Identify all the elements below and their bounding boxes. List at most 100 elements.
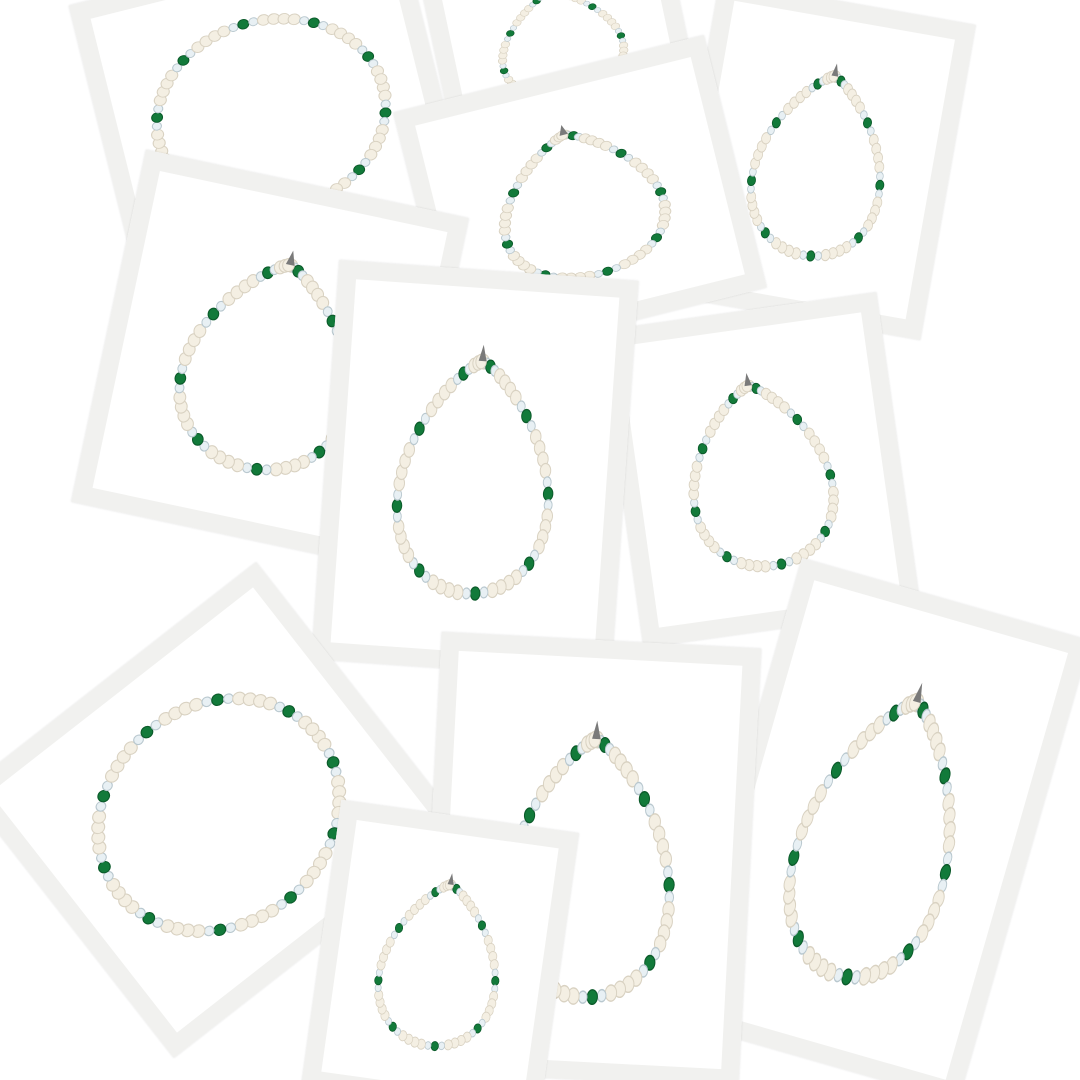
clasp-icon	[831, 63, 839, 77]
necklace-photo-card	[300, 799, 580, 1080]
pearl-bead	[242, 692, 257, 707]
crystal-bead	[203, 925, 215, 937]
pearl-bead	[626, 770, 639, 788]
necklace-photo-card	[599, 292, 921, 648]
emerald-bead	[388, 1021, 397, 1032]
emerald-bead	[776, 558, 787, 570]
emerald-bead	[97, 789, 111, 803]
emerald-bead	[830, 761, 843, 779]
crystal-bead	[633, 781, 644, 796]
pearl-bead	[287, 13, 301, 26]
crystal-bead	[420, 412, 430, 425]
crystal-bead	[623, 153, 634, 162]
pearl-bead	[232, 691, 247, 706]
emerald-bead	[863, 117, 872, 129]
pearl-bead	[576, 0, 586, 5]
emerald-bead	[788, 848, 800, 866]
crystal-bead	[840, 752, 850, 767]
crystal-bead	[608, 145, 619, 154]
crystal-bead	[578, 990, 588, 1004]
emerald-bead	[414, 563, 425, 578]
crystal-bead	[516, 400, 526, 413]
crystal-bead	[201, 696, 213, 708]
pearl-bead	[604, 984, 618, 1002]
crystal-bead	[261, 464, 272, 476]
clasp-icon	[592, 720, 601, 740]
emerald-bead	[491, 975, 500, 986]
crystal-bead	[695, 452, 704, 463]
emerald-bead	[191, 433, 204, 446]
emerald-bead	[939, 863, 952, 882]
pearl-bead	[500, 40, 511, 49]
crystal-bead	[799, 421, 808, 432]
emerald-bead	[939, 767, 951, 785]
emerald-bead	[177, 55, 190, 66]
emerald-bead	[374, 975, 383, 986]
crystal-bead	[910, 935, 921, 951]
emerald-bead	[690, 505, 701, 518]
emerald-bead	[644, 954, 656, 971]
pearl-bead	[349, 38, 363, 50]
crystal-bead	[461, 587, 471, 600]
emerald-bead	[391, 498, 403, 513]
crystal-bead	[512, 181, 523, 190]
crystal-bead	[216, 300, 226, 312]
crystal-bead	[867, 126, 875, 136]
crystal-bead	[438, 1041, 445, 1051]
crystal-bead	[729, 555, 739, 566]
emerald-bead	[638, 791, 651, 807]
pearl-bead	[316, 295, 330, 310]
crystal-bead	[702, 435, 711, 445]
emerald-bead	[697, 443, 708, 455]
pearl-bead	[165, 69, 179, 82]
clasp-icon	[744, 372, 752, 387]
emerald-bead	[521, 408, 532, 424]
pearl-bead	[691, 460, 703, 473]
crystal-bead	[223, 693, 234, 704]
emerald-bead	[414, 421, 425, 436]
pearl-bead	[364, 148, 378, 161]
emerald-bead	[722, 551, 732, 563]
crystal-bead	[172, 63, 183, 73]
necklace-image	[391, 344, 554, 601]
emerald-bead	[760, 227, 770, 239]
pearl-bead	[305, 722, 320, 737]
crystal-bead	[583, 0, 591, 7]
crystal-bead	[225, 922, 237, 934]
pearl-bead	[814, 784, 827, 803]
crystal-bead	[505, 196, 516, 205]
emerald-bead	[477, 920, 486, 931]
crystal-bead	[509, 25, 517, 31]
crystal-bead	[814, 251, 822, 261]
emerald-bead	[875, 179, 885, 191]
crystal-bead	[479, 586, 489, 599]
pearl-bead	[873, 715, 886, 735]
emerald-bead	[469, 586, 481, 601]
crystal-bead	[645, 803, 655, 817]
crystal-bead	[876, 171, 884, 182]
pearl-bead	[193, 324, 207, 339]
crystal-bead	[778, 110, 786, 121]
crystal-bead	[767, 125, 775, 136]
crystal-bead	[860, 110, 868, 120]
emerald-bead	[601, 266, 614, 276]
crystal-bead	[504, 36, 512, 42]
emerald-bead	[207, 307, 220, 321]
emerald-bead	[237, 18, 250, 30]
emerald-bead	[313, 445, 326, 459]
pearl-bead	[599, 140, 613, 151]
emerald-bead	[902, 943, 914, 961]
crystal-bead	[400, 917, 408, 926]
emerald-bead	[588, 3, 597, 10]
clasp-icon	[447, 873, 454, 885]
crystal-bead	[152, 917, 164, 928]
crystal-bead	[942, 851, 953, 866]
crystal-bead	[596, 988, 607, 1003]
crystal-bead	[409, 433, 419, 446]
crystal-bead	[324, 838, 336, 850]
crystal-bead	[655, 227, 665, 236]
pearl-bead	[374, 73, 388, 85]
emerald-bead	[747, 174, 756, 187]
emerald-bead	[542, 486, 554, 502]
pearl-bead	[263, 696, 278, 711]
